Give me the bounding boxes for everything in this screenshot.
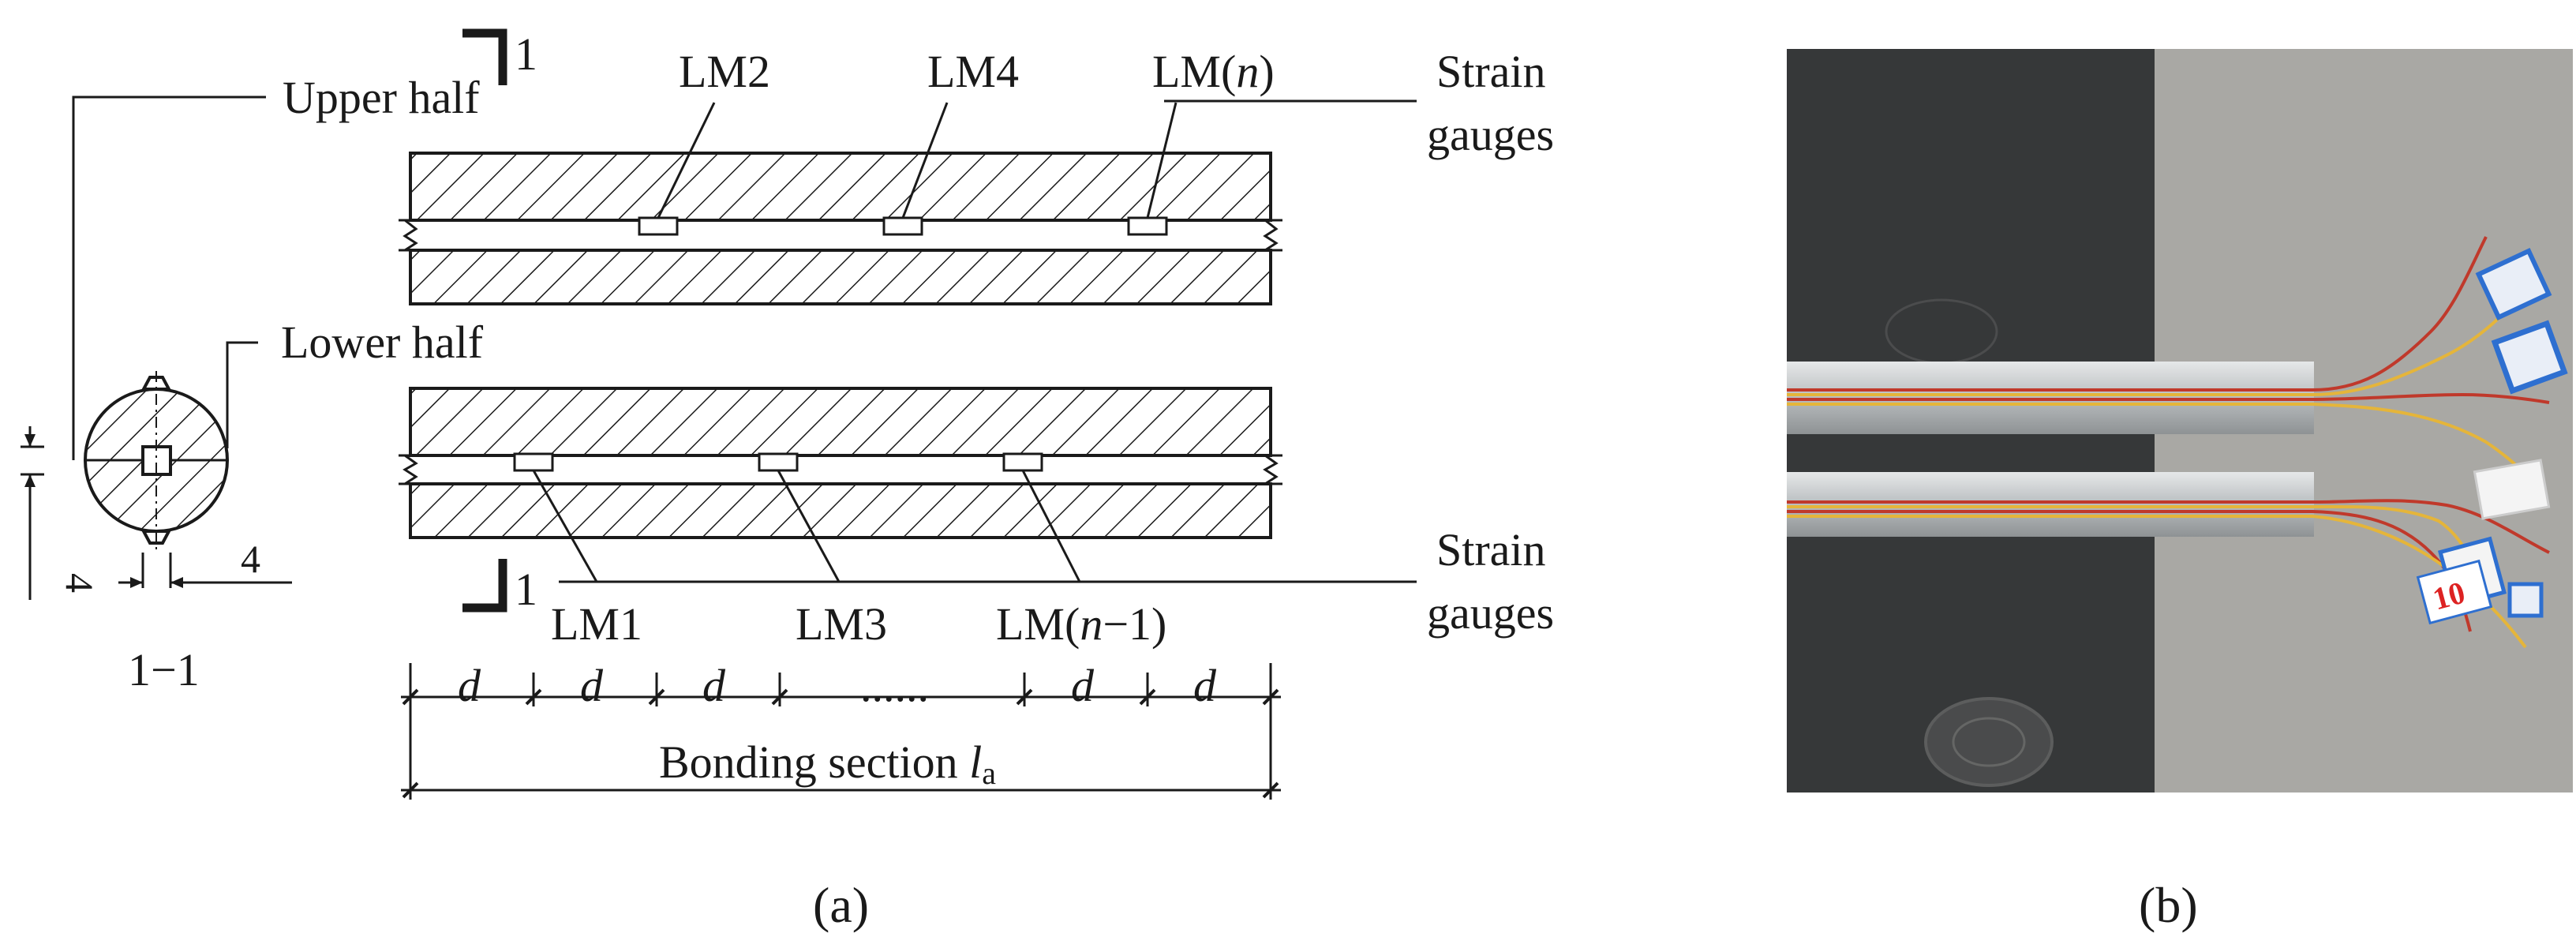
dim-horizontal-label: 4 <box>241 537 260 581</box>
gauge-label-lm3: LM3 <box>796 598 887 650</box>
lower-strip <box>399 387 1417 583</box>
gauge-lm1 <box>513 452 554 472</box>
gauge-lmn <box>1127 216 1168 236</box>
cross-section <box>21 96 292 600</box>
lower-strain-label-1: Strain <box>1436 524 1546 575</box>
section-marker-bottom-label: 1 <box>515 564 537 615</box>
gauge-lmn1 <box>1002 452 1043 472</box>
diagram-a <box>21 28 1417 800</box>
upper-strain-label-2: gauges <box>1427 109 1554 160</box>
bonding-section-label: Bonding section la <box>659 736 996 791</box>
caption-a: (a) <box>813 877 869 933</box>
gauge-label-lmn1: LM(n−1) <box>996 598 1166 650</box>
section-marker-top-label: 1 <box>515 28 537 80</box>
upper-half-label: Upper half <box>283 72 480 123</box>
spacing-label-2: d <box>580 660 604 711</box>
spacing-label-1: d <box>458 660 481 711</box>
bonding-subscript: a <box>982 755 996 791</box>
section-title: 1−1 <box>128 644 200 695</box>
section-marker-bottom <box>462 559 507 613</box>
spacing-ellipsis: ...... <box>860 660 929 711</box>
spacing-label-5: d <box>1193 660 1217 711</box>
spacing-label-4: d <box>1071 660 1095 711</box>
gauge-tags: 10 <box>2416 248 2568 625</box>
gauge-label-lm1: LM1 <box>551 598 642 650</box>
dim-vertical-label: 4 <box>58 573 102 593</box>
photo-b: 10 <box>1787 49 2573 792</box>
diagram-a-labels: 1 1 Upper half Lower half 4 4 1−1 LM2 LM… <box>58 28 1554 933</box>
lower-half-label: Lower half <box>281 317 484 368</box>
gauge-lm2 <box>638 216 679 236</box>
lower-strain-label-2: gauges <box>1427 587 1554 639</box>
upper-strip <box>399 99 1417 305</box>
gauge-label-lmn: LM(n) <box>1152 46 1275 97</box>
gauge-lm3 <box>758 452 799 472</box>
gauge-label-lm4: LM4 <box>927 46 1019 97</box>
spacing-label-3: d <box>702 660 726 711</box>
section-marker-top <box>462 28 507 85</box>
caption-b: (b) <box>2139 877 2198 933</box>
bonding-text: Bonding section <box>659 736 969 788</box>
spacing-dimension <box>401 663 1281 800</box>
upper-strain-label-1: Strain <box>1436 46 1546 97</box>
bonding-symbol: l <box>969 736 982 788</box>
gauge-lm4 <box>882 216 923 236</box>
steel-bar-lower <box>1787 472 2314 537</box>
gauge-label-lm2: LM2 <box>679 46 770 97</box>
